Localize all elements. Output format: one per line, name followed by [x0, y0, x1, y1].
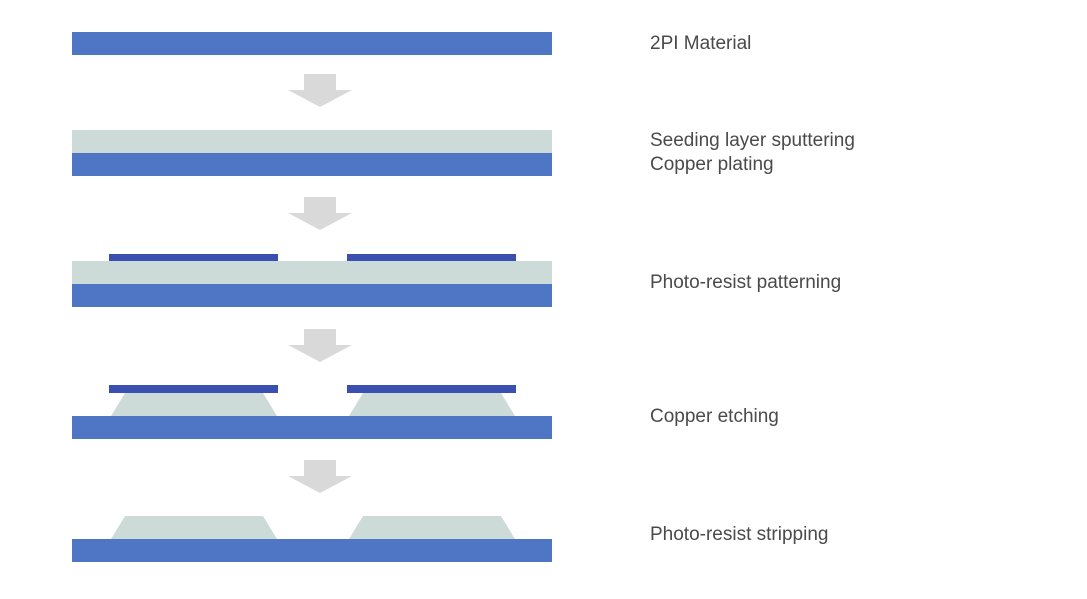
- step-label-line: Photo-resist stripping: [650, 524, 829, 545]
- step-label-plating: Seeding layer sputtering Copper plating: [650, 129, 855, 177]
- substrate-layer: [72, 32, 552, 55]
- down-arrow-icon: [288, 329, 352, 362]
- down-arrow-icon: [288, 74, 352, 107]
- down-arrow-icon: [288, 460, 352, 493]
- step-label-line: Seeding layer sputtering: [650, 130, 855, 151]
- step-4-stack: [72, 385, 552, 439]
- step-2-stack: [72, 130, 552, 176]
- step-1-stack: [72, 32, 552, 55]
- photoresist-strip: [109, 254, 278, 261]
- step-5-stack: [72, 516, 552, 562]
- down-arrow-icon: [288, 197, 352, 230]
- copper-trace: [111, 516, 277, 539]
- step-label-patterning: Photo-resist patterning: [650, 271, 841, 295]
- photoresist-strip: [347, 254, 516, 261]
- photoresist-strip: [347, 385, 516, 393]
- etched-copper-trace: [111, 393, 277, 416]
- etched-copper-trace: [349, 393, 515, 416]
- substrate-layer: [72, 284, 552, 307]
- step-label-stripping: Photo-resist stripping: [650, 523, 828, 547]
- step-label-line: Copper etching: [650, 406, 779, 427]
- step-label-etching: Copper etching: [650, 405, 779, 429]
- step-label-line: 2PI Material: [650, 33, 752, 54]
- step-label-line: Photo-resist patterning: [650, 272, 842, 293]
- step-3-stack: [72, 254, 552, 307]
- photoresist-strip: [109, 385, 278, 393]
- copper-layer: [72, 261, 552, 284]
- step-label-line: Copper plating: [650, 154, 774, 175]
- substrate-layer: [72, 153, 552, 176]
- step-label-material: 2PI Material: [650, 32, 751, 56]
- substrate-layer: [72, 416, 552, 439]
- substrate-layer: [72, 539, 552, 562]
- copper-trace: [349, 516, 515, 539]
- copper-layer: [72, 130, 552, 153]
